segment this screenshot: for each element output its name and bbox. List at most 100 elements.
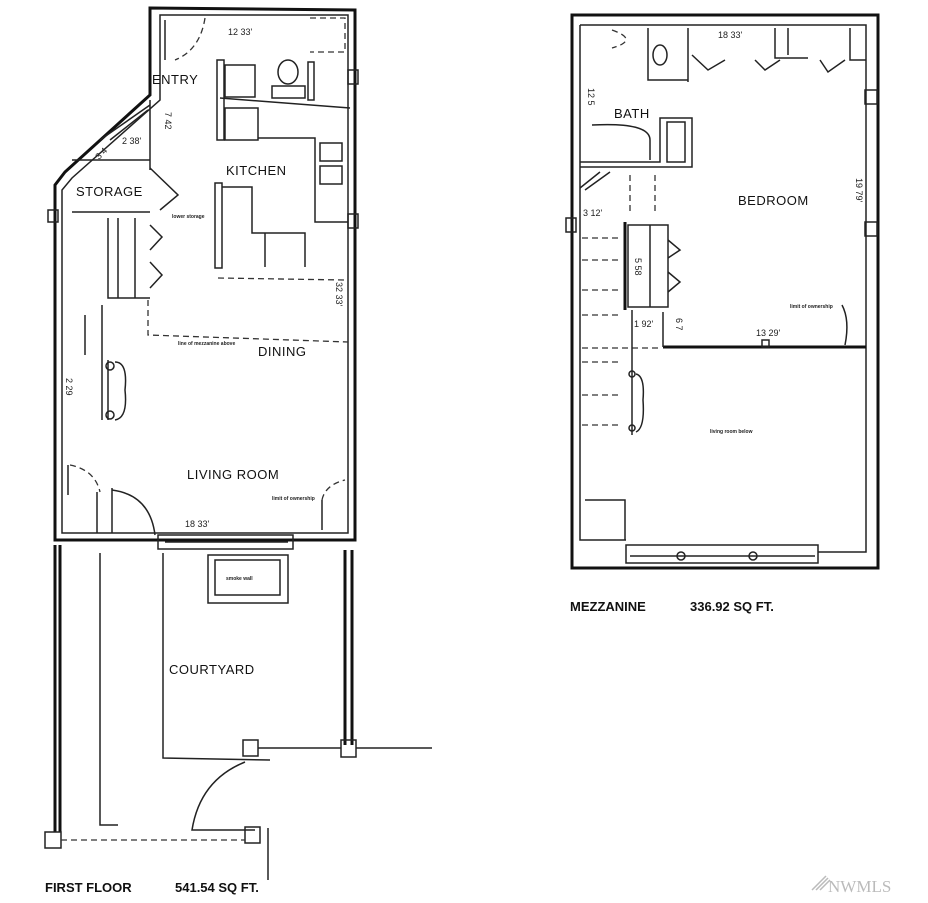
storage-wall: [72, 100, 151, 170]
partition: [307, 61, 315, 101]
column: [242, 739, 259, 757]
closet: [72, 211, 150, 299]
shower: [666, 121, 686, 163]
door-swing: [69, 464, 101, 493]
smoke-wall: [214, 559, 281, 596]
note-ownership: limit of ownership: [272, 496, 315, 502]
label-storage: STORAGE: [76, 184, 143, 199]
caption-first-floor: FIRST FLOOR: [45, 880, 132, 895]
railing: [635, 373, 645, 433]
wall-pier: [864, 221, 878, 237]
linen: [629, 175, 656, 215]
label-dining: DINING: [258, 344, 307, 359]
toilet: [652, 44, 668, 66]
closet-partition: [774, 28, 866, 61]
dim-step-b: 6 7: [674, 318, 684, 331]
wall-pier: [347, 213, 359, 229]
landing: [585, 499, 626, 540]
dim-top-width: 12 33': [228, 27, 253, 37]
courtyard-wall: [162, 553, 271, 761]
window-mullion: [748, 551, 758, 561]
mezzanine-plan: 18 33' 12 5 BATH BEDROOM 19 79' 3 12' 5 …: [565, 13, 880, 614]
dim-side-length: 19 79': [854, 178, 864, 203]
post: [761, 339, 770, 348]
mezzanine-outer-wall: [570, 13, 880, 570]
stove-burner: [319, 142, 343, 162]
note-ownership: limit of ownership: [790, 304, 833, 310]
caption-mezzanine: MEZZANINE: [570, 599, 646, 614]
note-living-below: living room below: [710, 429, 753, 435]
closet-door: [67, 465, 113, 533]
dim-stair-landing: 3 12': [583, 208, 603, 218]
door-swing: [321, 479, 346, 501]
dim-top-width: 18 33': [718, 30, 743, 40]
walkway-edge: [99, 553, 118, 826]
dim-storage-a: 2 38': [122, 136, 142, 146]
label-courtyard: COURTYARD: [169, 662, 255, 677]
post: [628, 370, 636, 378]
wall-pier: [565, 217, 577, 233]
label-kitchen: KITCHEN: [226, 163, 287, 178]
column: [244, 826, 261, 844]
sink: [224, 64, 256, 98]
dim-closet: 5 58: [633, 258, 643, 276]
first-floor-plan: 12 33' ENTRY 7 42 2 38' 3 4 STORAGE KITC…: [44, 6, 432, 895]
label-living-room: LIVING ROOM: [187, 467, 279, 482]
note-lower-storage: lower storage: [172, 214, 205, 220]
caption-first-floor-area: 541.54 SQ FT.: [175, 880, 259, 895]
nwmls-logo-icon: [811, 875, 831, 891]
storage-door: [149, 167, 180, 211]
closet-doors: [149, 224, 164, 289]
stair-rail: [84, 305, 109, 420]
kitchen-edge: [217, 277, 346, 281]
mezzanine-line: [147, 300, 349, 343]
wall-pier: [347, 69, 359, 85]
gate-swing: [191, 761, 255, 831]
entry-door-swing: [174, 17, 206, 61]
label-bedroom: BEDROOM: [738, 193, 809, 208]
column: [340, 739, 357, 758]
dim-floor-edge: 13 29': [756, 328, 781, 338]
bath-partition: [647, 28, 689, 82]
first-floor-outer-wall: [53, 6, 357, 542]
refrigerator: [224, 107, 259, 141]
stair-treads: [582, 237, 660, 426]
sink: [611, 29, 627, 49]
window: [625, 544, 819, 564]
dim-step-a: 1 92': [634, 319, 654, 329]
kitchen-island-side: [214, 182, 223, 269]
note-smoke-wall: smoke wall: [226, 576, 253, 582]
bath-tub-wall: [580, 117, 693, 168]
kitchen-island: [222, 186, 306, 267]
caption-mezzanine-area: 336.92 SQ FT.: [690, 599, 774, 614]
shower: [310, 17, 346, 53]
window-mullion: [676, 551, 686, 561]
dim-entry-depth: 7 42: [163, 112, 173, 130]
stair-winder: [579, 171, 611, 191]
closet: [627, 224, 669, 308]
wall-pier: [47, 209, 59, 223]
courtyard-side-wall: [343, 550, 354, 745]
label-entry: ENTRY: [152, 72, 198, 87]
dim-bath-depth: 12 5: [586, 88, 596, 106]
window: [157, 534, 294, 550]
partition: [219, 97, 351, 109]
note-mezzanine-line: line of mezzanine above: [178, 341, 235, 347]
partition: [216, 59, 225, 141]
nwmls-watermark: NWMLS: [828, 877, 891, 896]
railing: [114, 361, 127, 421]
ownership-line: [841, 304, 848, 346]
closet-doors: [691, 54, 846, 74]
kitchen-counter: [258, 137, 348, 223]
tub: [591, 123, 651, 160]
mezzanine-inner-wall: [579, 24, 867, 553]
storage-shelf: [99, 104, 151, 141]
dim-side-length: 32 33': [334, 282, 344, 307]
post: [105, 410, 115, 420]
front-door-swing: [111, 489, 156, 536]
column: [44, 831, 62, 849]
post: [105, 361, 115, 371]
toilet: [277, 59, 299, 85]
toilet-tank: [271, 85, 306, 99]
